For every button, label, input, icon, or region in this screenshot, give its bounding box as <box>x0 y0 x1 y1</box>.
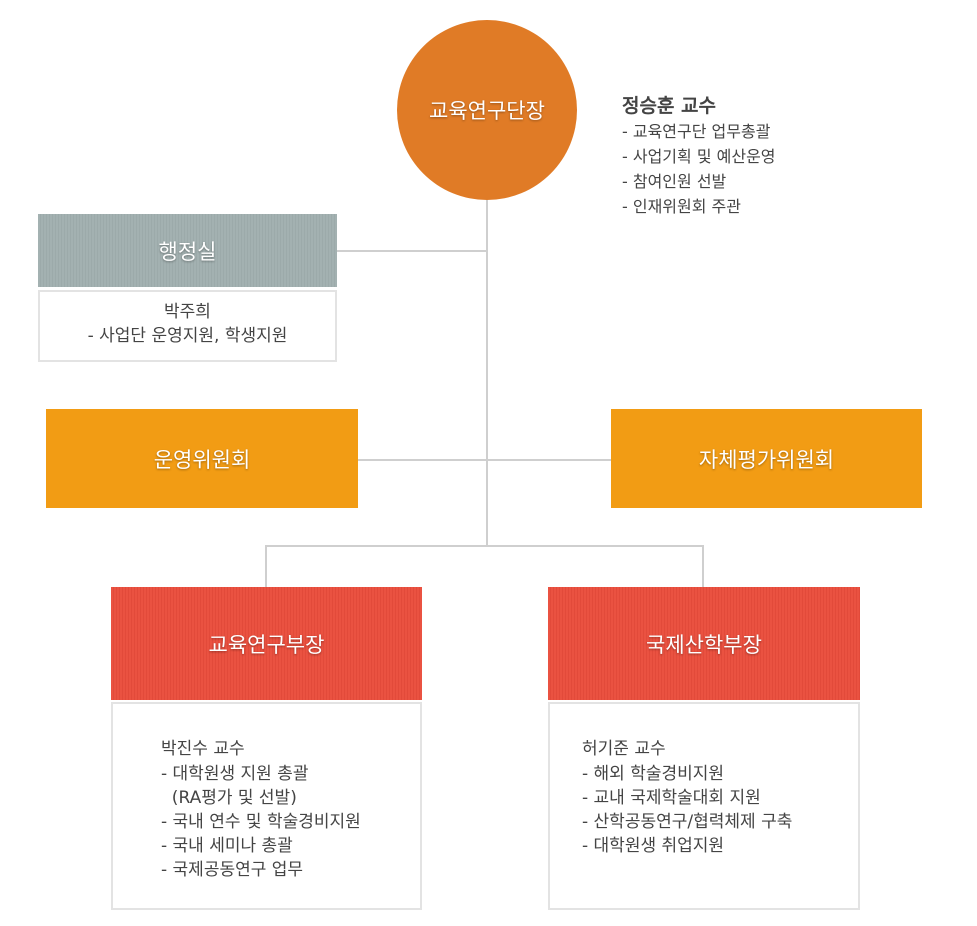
head-name: 정승훈 교수 <box>622 95 717 117</box>
admin-node: 행정실 <box>38 214 337 287</box>
committee-self-evaluation-title: 자체평가위원회 <box>698 447 835 472</box>
dept-duty: - 산학공동연구/협력체제 구축 <box>582 812 793 832</box>
connector-dept-left <box>265 545 267 587</box>
dept-education-research: 교육연구부장 <box>111 587 422 700</box>
dept-duty: - 해외 학술경비지원 <box>582 764 725 784</box>
connector-committees <box>358 459 611 461</box>
committee-operations-title: 운영위원회 <box>153 447 251 472</box>
head-duty: - 교육연구단 업무총괄 <box>622 122 771 141</box>
admin-name: 박주희 <box>164 302 211 322</box>
committee-operations: 운영위원회 <box>46 409 358 508</box>
connector-main-vertical <box>486 200 488 546</box>
dept-duty: - 국내 세미나 총괄 <box>161 836 293 856</box>
connector-departments <box>265 545 704 547</box>
dept-duty: - 대학원생 지원 총괄 <box>161 764 309 784</box>
connector-dept-right <box>702 545 704 587</box>
dept-education-research-card: 박진수 교수 - 대학원생 지원 총괄 (RA평가 및 선발) - 국내 연수 … <box>111 702 422 910</box>
dept-title: 교육연구부장 <box>208 632 325 657</box>
admin-duty: - 사업단 운영지원, 학생지원 <box>87 326 288 346</box>
dept-international-industry: 국제산학부장 <box>548 587 860 700</box>
head-title: 교육연구단장 <box>429 99 545 123</box>
dept-duty: - 대학원생 취업지원 <box>582 836 725 856</box>
dept-title: 국제산학부장 <box>646 632 762 657</box>
dept-duty: (RA평가 및 선발) <box>161 788 297 808</box>
head-info: 정승훈 교수 - 교육연구단 업무총괄 - 사업기획 및 예산운영 - 참여인원… <box>622 94 776 219</box>
admin-card: 박주희 - 사업단 운영지원, 학생지원 <box>38 290 337 362</box>
head-duty: - 참여인원 선발 <box>622 172 727 191</box>
head-duty: - 인재위원회 주관 <box>622 197 741 216</box>
admin-title: 행정실 <box>158 239 217 264</box>
dept-duty: - 국제공동연구 업무 <box>161 860 304 880</box>
connector-admin <box>337 250 487 252</box>
dept-head-name: 허기준 교수 <box>582 739 666 759</box>
head-duty: - 사업기획 및 예산운영 <box>622 147 776 166</box>
dept-international-industry-card: 허기준 교수 - 해외 학술경비지원 - 교내 국제학술대회 지원 - 산학공동… <box>548 702 860 910</box>
dept-duty: - 교내 국제학술대회 지원 <box>582 788 761 808</box>
dept-head-name: 박진수 교수 <box>161 739 245 759</box>
head-node: 교육연구단장 <box>397 20 577 200</box>
committee-self-evaluation: 자체평가위원회 <box>611 409 922 508</box>
dept-duty: - 국내 연수 및 학술경비지원 <box>161 812 361 832</box>
